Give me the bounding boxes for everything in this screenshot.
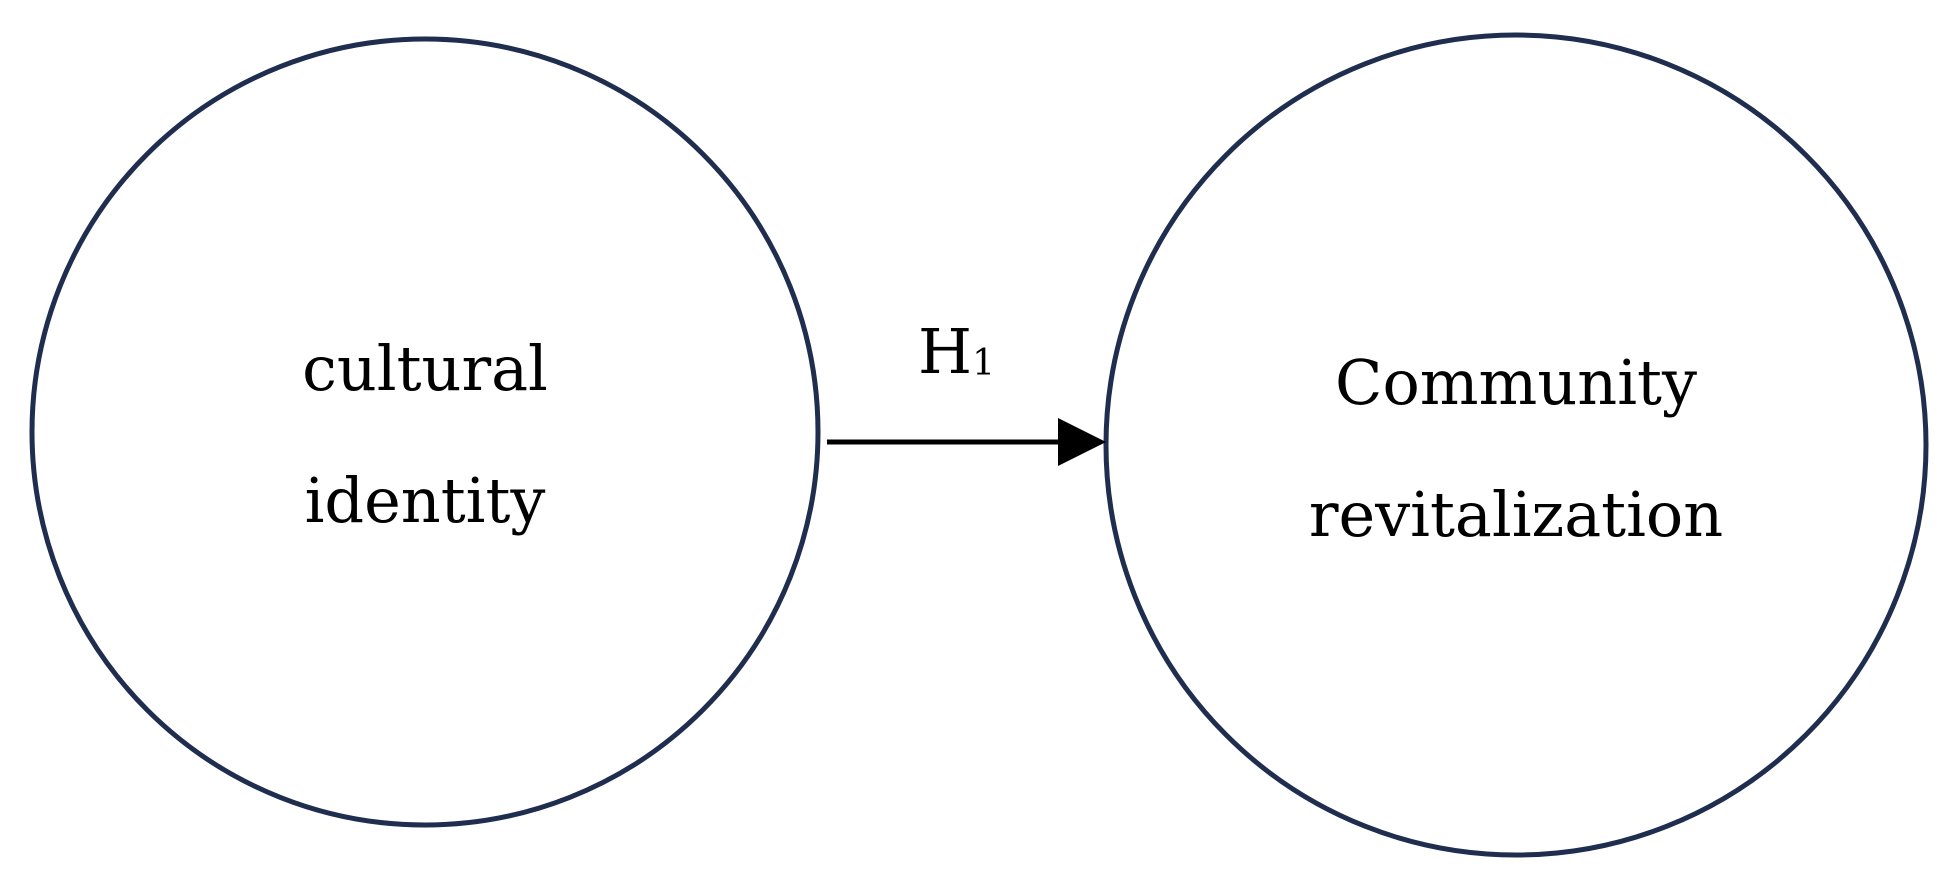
node-label-line-1: Community [1335,346,1697,419]
edge-label: H1 [918,315,995,388]
node-cultural-identity: cultural identity [29,36,821,828]
node-label-line-2: revitalization [1309,478,1723,551]
node-circle-right [1103,32,1929,858]
node-label-line-1: cultural [302,332,548,405]
edge-label-subscript: 1 [972,343,995,384]
node-label-line-2: identity [305,464,546,537]
arrowhead-icon [1058,418,1106,466]
node-community-revitalization: Community revitalization [1103,32,1929,858]
edge-label-main: H [918,315,972,388]
node-circle-left [29,36,821,828]
edge-h1: H1 [827,315,1106,466]
